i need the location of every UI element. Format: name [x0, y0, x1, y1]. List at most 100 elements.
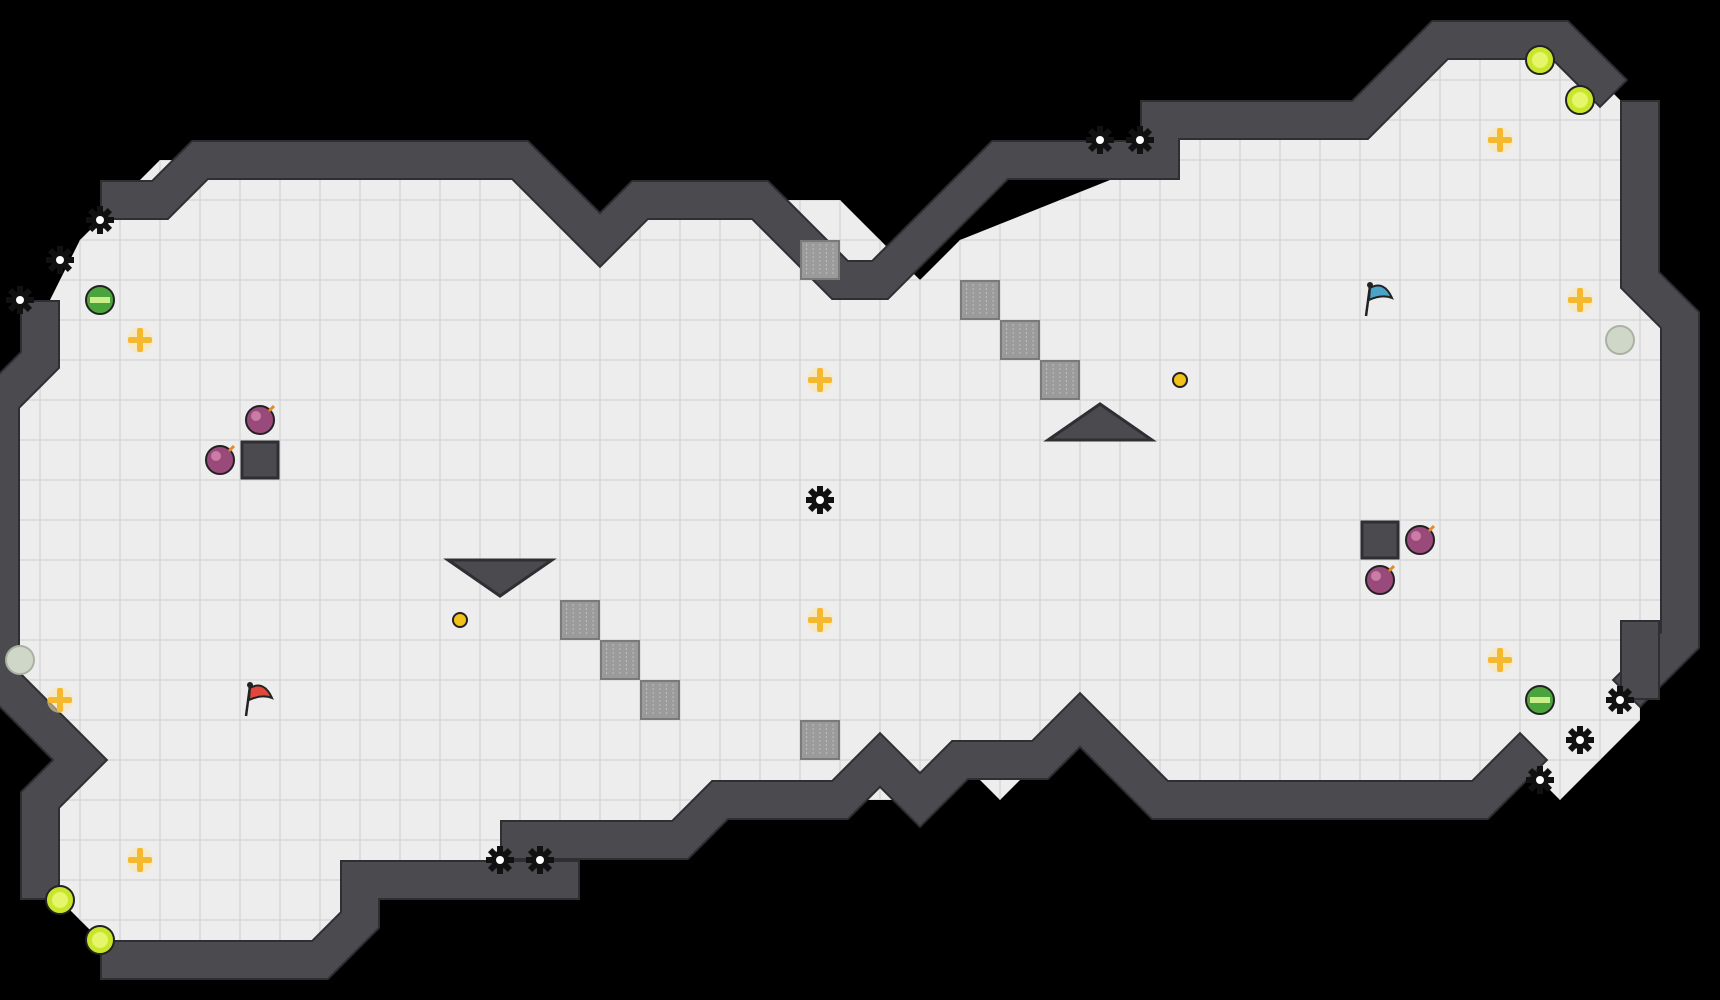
wall-triangle	[443, 558, 557, 598]
gear-hole	[1536, 776, 1544, 784]
blue-flag-icon	[1364, 282, 1394, 317]
grate-tile	[960, 280, 1000, 320]
gear-hole	[816, 496, 824, 504]
plus-pickup-icon	[807, 367, 833, 393]
lime-orb-icon	[45, 885, 75, 915]
lime-orb-core	[1532, 52, 1548, 68]
plus-pickup-icon	[1567, 287, 1593, 313]
lime-orb-core	[1572, 92, 1588, 108]
gear-tooth	[1137, 146, 1143, 154]
gear-hole	[1096, 136, 1104, 144]
wall	[1614, 102, 1698, 706]
plus-bar-h	[1568, 297, 1592, 303]
grate-tile	[560, 600, 600, 640]
gear-hole	[96, 216, 104, 224]
gear-icon	[86, 206, 114, 234]
bomb-shine	[251, 411, 261, 421]
plus-bar-h	[128, 337, 152, 343]
gear-tooth	[1137, 126, 1143, 134]
bomb-icon	[245, 404, 276, 435]
gear-tooth	[1097, 146, 1103, 154]
gear-icon	[1086, 126, 1114, 154]
gear-tooth	[1617, 706, 1623, 714]
wall-block	[1360, 520, 1400, 560]
gear-hole	[1576, 736, 1584, 744]
gear-tooth	[17, 306, 23, 314]
gear-icon	[486, 846, 514, 874]
bomb-fuse	[267, 404, 276, 413]
gear-tooth	[1577, 746, 1583, 754]
gear-tooth	[57, 246, 63, 254]
plus-bar-h	[808, 377, 832, 383]
bomb-icon	[1365, 564, 1396, 595]
gear-tooth	[1537, 766, 1543, 774]
grate-tile	[600, 640, 640, 680]
bomb-shine	[211, 451, 221, 461]
gear-icon	[1606, 686, 1634, 714]
striped-orb-band	[90, 297, 110, 303]
grate-tile	[640, 680, 680, 720]
gear-icon	[1126, 126, 1154, 154]
gear-tooth	[97, 226, 103, 234]
bomb-shine	[1411, 531, 1421, 541]
striped-orb-band	[1530, 697, 1550, 703]
plus-bar-h	[48, 697, 72, 703]
gear-tooth	[97, 206, 103, 214]
wall	[0, 302, 106, 898]
flag-top	[247, 682, 253, 688]
lime-orb-core	[52, 892, 68, 908]
gear-tooth	[817, 486, 823, 494]
plus-pickup-icon	[127, 327, 153, 353]
gear-tooth	[497, 866, 503, 874]
gear-icon	[806, 486, 834, 514]
bomb-fuse	[1427, 524, 1436, 533]
gear-icon	[1566, 726, 1594, 754]
striped-orb-icon	[85, 285, 115, 315]
flag-cloth	[247, 684, 274, 702]
bomb-fuse	[227, 444, 236, 453]
plus-bar-h	[808, 617, 832, 623]
gear-hole	[1616, 696, 1624, 704]
coin-icon	[452, 612, 468, 628]
wall-layer	[0, 20, 1700, 980]
wall	[502, 694, 1546, 858]
gear-tooth	[1617, 686, 1623, 694]
bomb-shine	[1371, 571, 1381, 581]
plus-pickup-icon	[1487, 647, 1513, 673]
grate-tile	[1000, 320, 1040, 360]
coin-icon	[1172, 372, 1188, 388]
flag-cloth	[1367, 284, 1394, 302]
gear-tooth	[1537, 786, 1543, 794]
gear-tooth	[1577, 726, 1583, 734]
gear-hole	[496, 856, 504, 864]
bomb-icon	[205, 444, 236, 475]
gear-tooth	[817, 506, 823, 514]
lime-orb-icon	[85, 925, 115, 955]
pale-orb-icon	[1605, 325, 1635, 355]
grate-tile	[1040, 360, 1080, 400]
lime-orb-icon	[1565, 85, 1595, 115]
plus-bar-h	[1488, 137, 1512, 143]
gear-tooth	[497, 846, 503, 854]
plus-pickup-icon	[1487, 127, 1513, 153]
bomb-icon	[1405, 524, 1436, 555]
grate-tile	[800, 240, 840, 280]
plus-pickup-icon	[127, 847, 153, 873]
wall-block	[240, 440, 280, 480]
flag-top	[1367, 282, 1373, 288]
gear-icon	[46, 246, 74, 274]
gear-icon	[526, 846, 554, 874]
gear-tooth	[537, 866, 543, 874]
striped-orb-icon	[1525, 685, 1555, 715]
plus-pickup-icon	[47, 687, 73, 713]
gear-hole	[536, 856, 544, 864]
gear-hole	[56, 256, 64, 264]
gear-tooth	[57, 266, 63, 274]
pale-orb-icon	[5, 645, 35, 675]
object-layer	[5, 45, 1635, 955]
gear-icon	[6, 286, 34, 314]
wall	[102, 862, 578, 978]
gear-icon	[1526, 766, 1554, 794]
plus-pickup-icon	[807, 607, 833, 633]
